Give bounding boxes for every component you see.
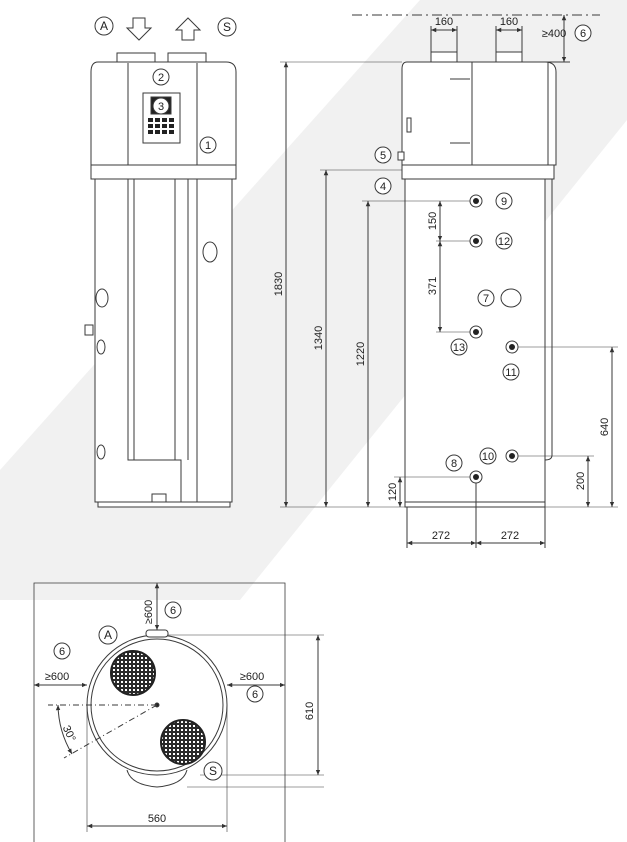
dim-1220: 1220 bbox=[355, 342, 367, 366]
callout-12: 12 bbox=[498, 236, 510, 248]
dim-400: ≥400 bbox=[542, 28, 566, 40]
side-collar bbox=[401, 164, 555, 180]
dim-640: 640 bbox=[599, 418, 611, 436]
dim-1830: 1830 bbox=[273, 272, 285, 296]
keypad-icon bbox=[148, 118, 174, 134]
side-view-labels: 160 160 ≥400 6 5 4 9 12 7 13 11 10 8 150… bbox=[273, 16, 611, 542]
arrow-down-icon bbox=[125, 17, 153, 41]
dim-272-right: 272 bbox=[501, 530, 519, 542]
dim-272-left: 272 bbox=[432, 530, 450, 542]
label-a-front: A bbox=[100, 19, 108, 33]
side-duct-right bbox=[495, 51, 523, 63]
callout-13: 13 bbox=[453, 342, 465, 354]
front-view bbox=[84, 17, 237, 508]
dim-600-right: ≥600 bbox=[240, 671, 264, 683]
front-channel bbox=[127, 179, 182, 502]
top-view bbox=[33, 582, 324, 842]
arrow-up-icon bbox=[174, 17, 202, 41]
drain bbox=[151, 493, 167, 503]
label-s-front: S bbox=[223, 20, 231, 34]
grille-a bbox=[110, 650, 156, 696]
side-port-1 bbox=[95, 288, 109, 308]
side-tank bbox=[404, 178, 546, 503]
collar bbox=[90, 164, 237, 180]
label-s-top: S bbox=[209, 764, 217, 778]
dim-560: 560 bbox=[148, 813, 166, 825]
connection-7 bbox=[500, 288, 522, 308]
top-view-labels: ≥600 6 A 6 ≥600 ≥600 6 30° S 610 560 bbox=[45, 600, 316, 825]
dim-371: 371 bbox=[427, 277, 439, 295]
callout-4: 4 bbox=[380, 181, 386, 193]
dim-200: 200 bbox=[575, 472, 587, 490]
clearance-frame bbox=[33, 582, 286, 842]
callout-11: 11 bbox=[505, 367, 516, 379]
dim-150: 150 bbox=[427, 212, 439, 230]
side-view bbox=[280, 14, 618, 548]
front-view-labels: A S 2 3 1 bbox=[94, 16, 237, 154]
side-port-2 bbox=[96, 339, 106, 355]
dim-160-left: 160 bbox=[435, 16, 453, 28]
callout-2: 2 bbox=[158, 72, 164, 84]
callout-6-right: 6 bbox=[252, 689, 258, 701]
dim-1340: 1340 bbox=[313, 326, 325, 350]
base bbox=[97, 501, 231, 508]
dim-600-left: ≥600 bbox=[45, 671, 69, 683]
callout-3: 3 bbox=[158, 101, 164, 113]
callout-6-top: 6 bbox=[170, 605, 176, 617]
side-duct-left bbox=[430, 51, 458, 63]
dim-160-right: 160 bbox=[500, 16, 518, 28]
side-fitting bbox=[84, 324, 94, 336]
callout-10: 10 bbox=[482, 451, 494, 463]
callout-5: 5 bbox=[380, 150, 386, 162]
label-a-top: A bbox=[104, 628, 112, 642]
callout-6-side: 6 bbox=[580, 28, 586, 40]
dim-600-top: ≥600 bbox=[143, 600, 155, 624]
callout-7: 7 bbox=[483, 293, 489, 305]
callout-1: 1 bbox=[205, 140, 211, 152]
side-head bbox=[401, 61, 557, 166]
callout-8: 8 bbox=[451, 458, 457, 470]
callout-6-left: 6 bbox=[59, 646, 65, 658]
dim-610: 610 bbox=[304, 702, 316, 720]
side-port-3 bbox=[96, 444, 106, 460]
dim-120: 120 bbox=[387, 483, 399, 501]
callout-9: 9 bbox=[501, 196, 507, 208]
connection-7-front bbox=[202, 241, 218, 263]
grille-s bbox=[160, 719, 206, 765]
tank-body bbox=[94, 178, 233, 503]
angle-30: 30° bbox=[60, 724, 78, 744]
